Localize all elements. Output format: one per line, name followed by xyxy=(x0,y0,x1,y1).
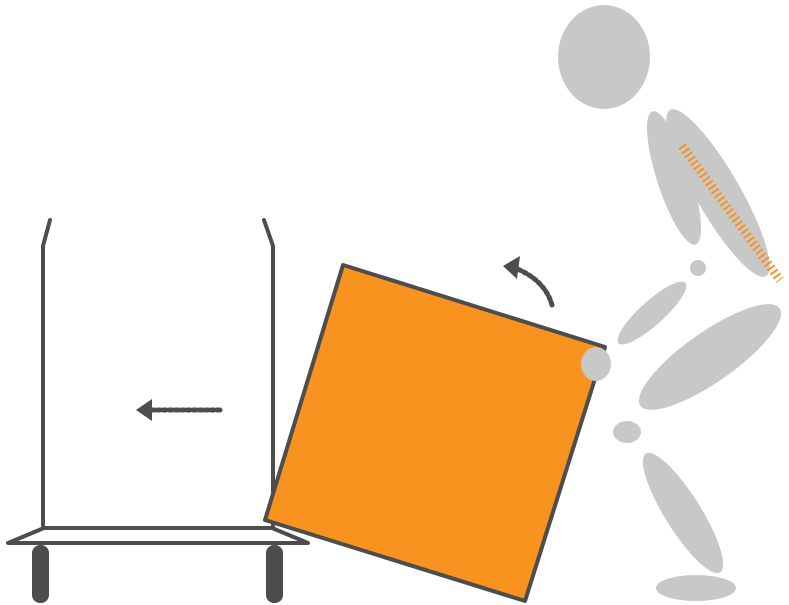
cart-upright-right xyxy=(264,220,273,528)
person-shin xyxy=(631,444,736,582)
cart-wheel-left xyxy=(32,545,49,603)
person-hand xyxy=(581,347,611,381)
arrow-left-icon xyxy=(136,399,220,421)
cart-platform xyxy=(8,528,308,543)
person-foot xyxy=(656,575,736,601)
person-icon xyxy=(558,5,789,601)
cart-wheel-right xyxy=(266,545,283,603)
person-head xyxy=(558,5,650,109)
person-forearm xyxy=(611,274,694,352)
box-icon xyxy=(265,265,605,601)
person-knee xyxy=(613,421,641,443)
curved-arrow-icon xyxy=(503,256,552,305)
person-elbow xyxy=(690,260,706,276)
cart-upright-left xyxy=(43,220,50,528)
